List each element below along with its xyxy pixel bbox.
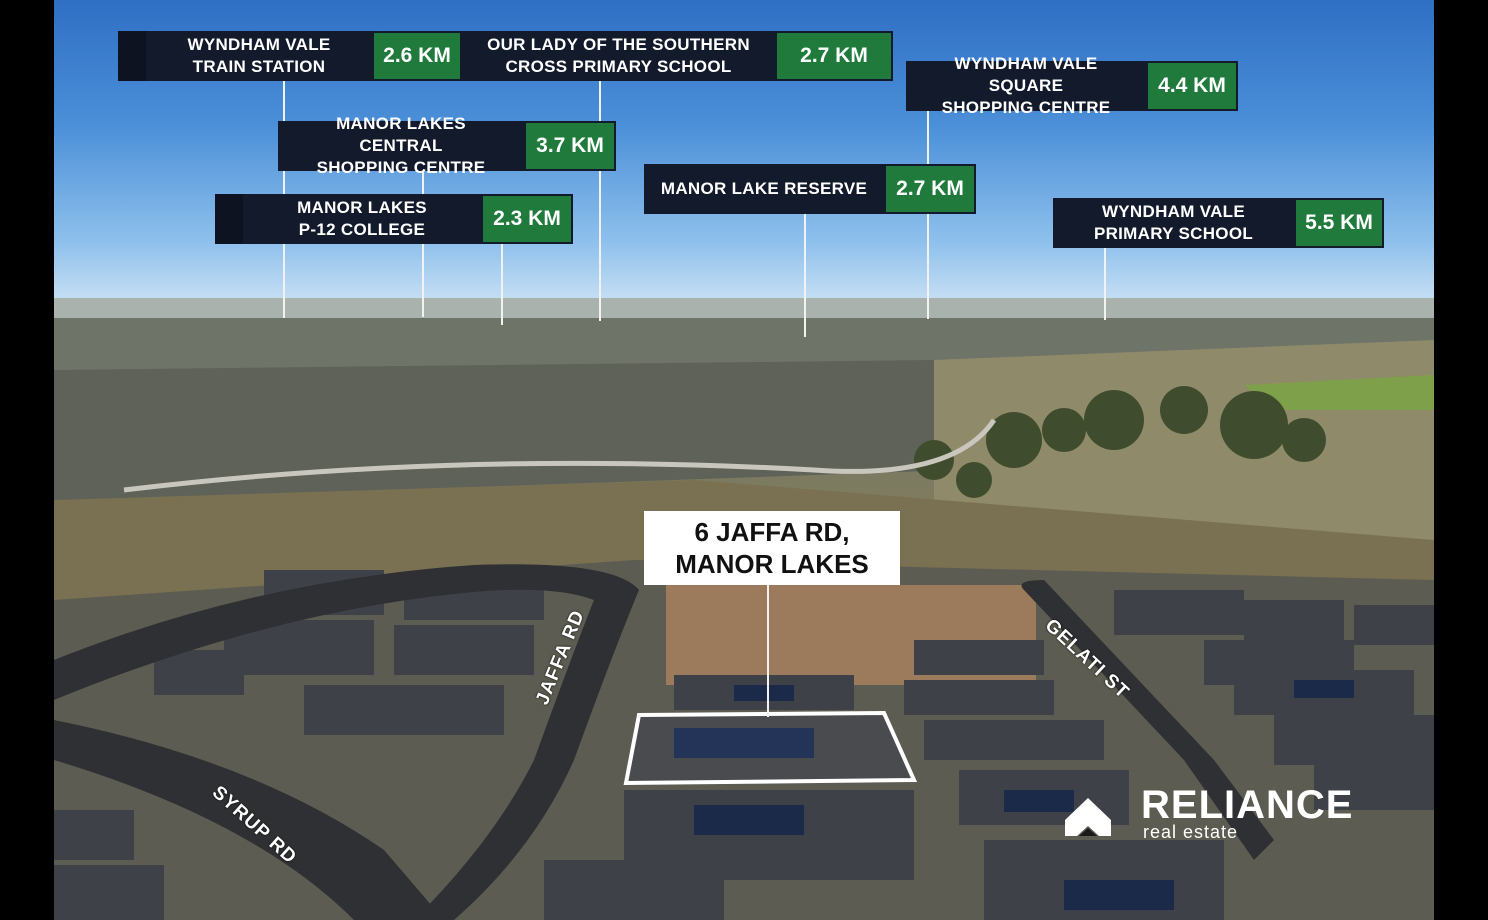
house-logo-icon (1065, 798, 1111, 836)
logo-subtitle: real estate (1143, 822, 1239, 842)
poi-distance: 5.5 KM (1294, 198, 1384, 248)
leader-line (501, 244, 503, 325)
leader-line (1104, 248, 1106, 320)
poi-distance: 4.4 KM (1146, 61, 1238, 111)
leader-line (927, 111, 929, 319)
horizon-haze (54, 298, 1434, 320)
address-line2: MANOR LAKES (675, 549, 869, 579)
poi-distance: 2.7 KM (775, 31, 893, 81)
logo-brand: RELIANCE (1141, 783, 1354, 827)
poi-manor-lake-reserve: MANOR LAKE RESERVE 2.7 KM (644, 164, 976, 214)
gelati-st (1021, 580, 1274, 860)
leader-line (804, 214, 806, 337)
sports-field (1244, 375, 1434, 410)
jaffa-rd (54, 564, 639, 920)
mid-suburb (54, 360, 954, 500)
poi-name: MANOR LAKE RESERVE (644, 164, 884, 214)
poi-distance: 3.7 KM (524, 121, 616, 171)
poi-distance: 2.7 KM (884, 164, 976, 214)
trees (914, 386, 1326, 498)
aerial-scene (54, 298, 1434, 920)
poi-distance: 2.6 KM (372, 31, 462, 81)
poi-distance: 2.3 KM (481, 194, 573, 244)
address-leader-line (767, 585, 769, 717)
aerial-photo (54, 0, 1434, 920)
reliance-logo: RELIANCE real estate (1063, 783, 1354, 842)
leader-line (599, 81, 601, 321)
leader-line (422, 171, 424, 317)
syrup-rd (54, 720, 444, 920)
subject-solar-panels (674, 728, 814, 758)
address-line1: 6 JAFFA RD, (694, 517, 850, 547)
walking-path (123, 418, 997, 493)
property-address-label: 6 JAFFA RD, MANOR LAKES (644, 511, 900, 585)
